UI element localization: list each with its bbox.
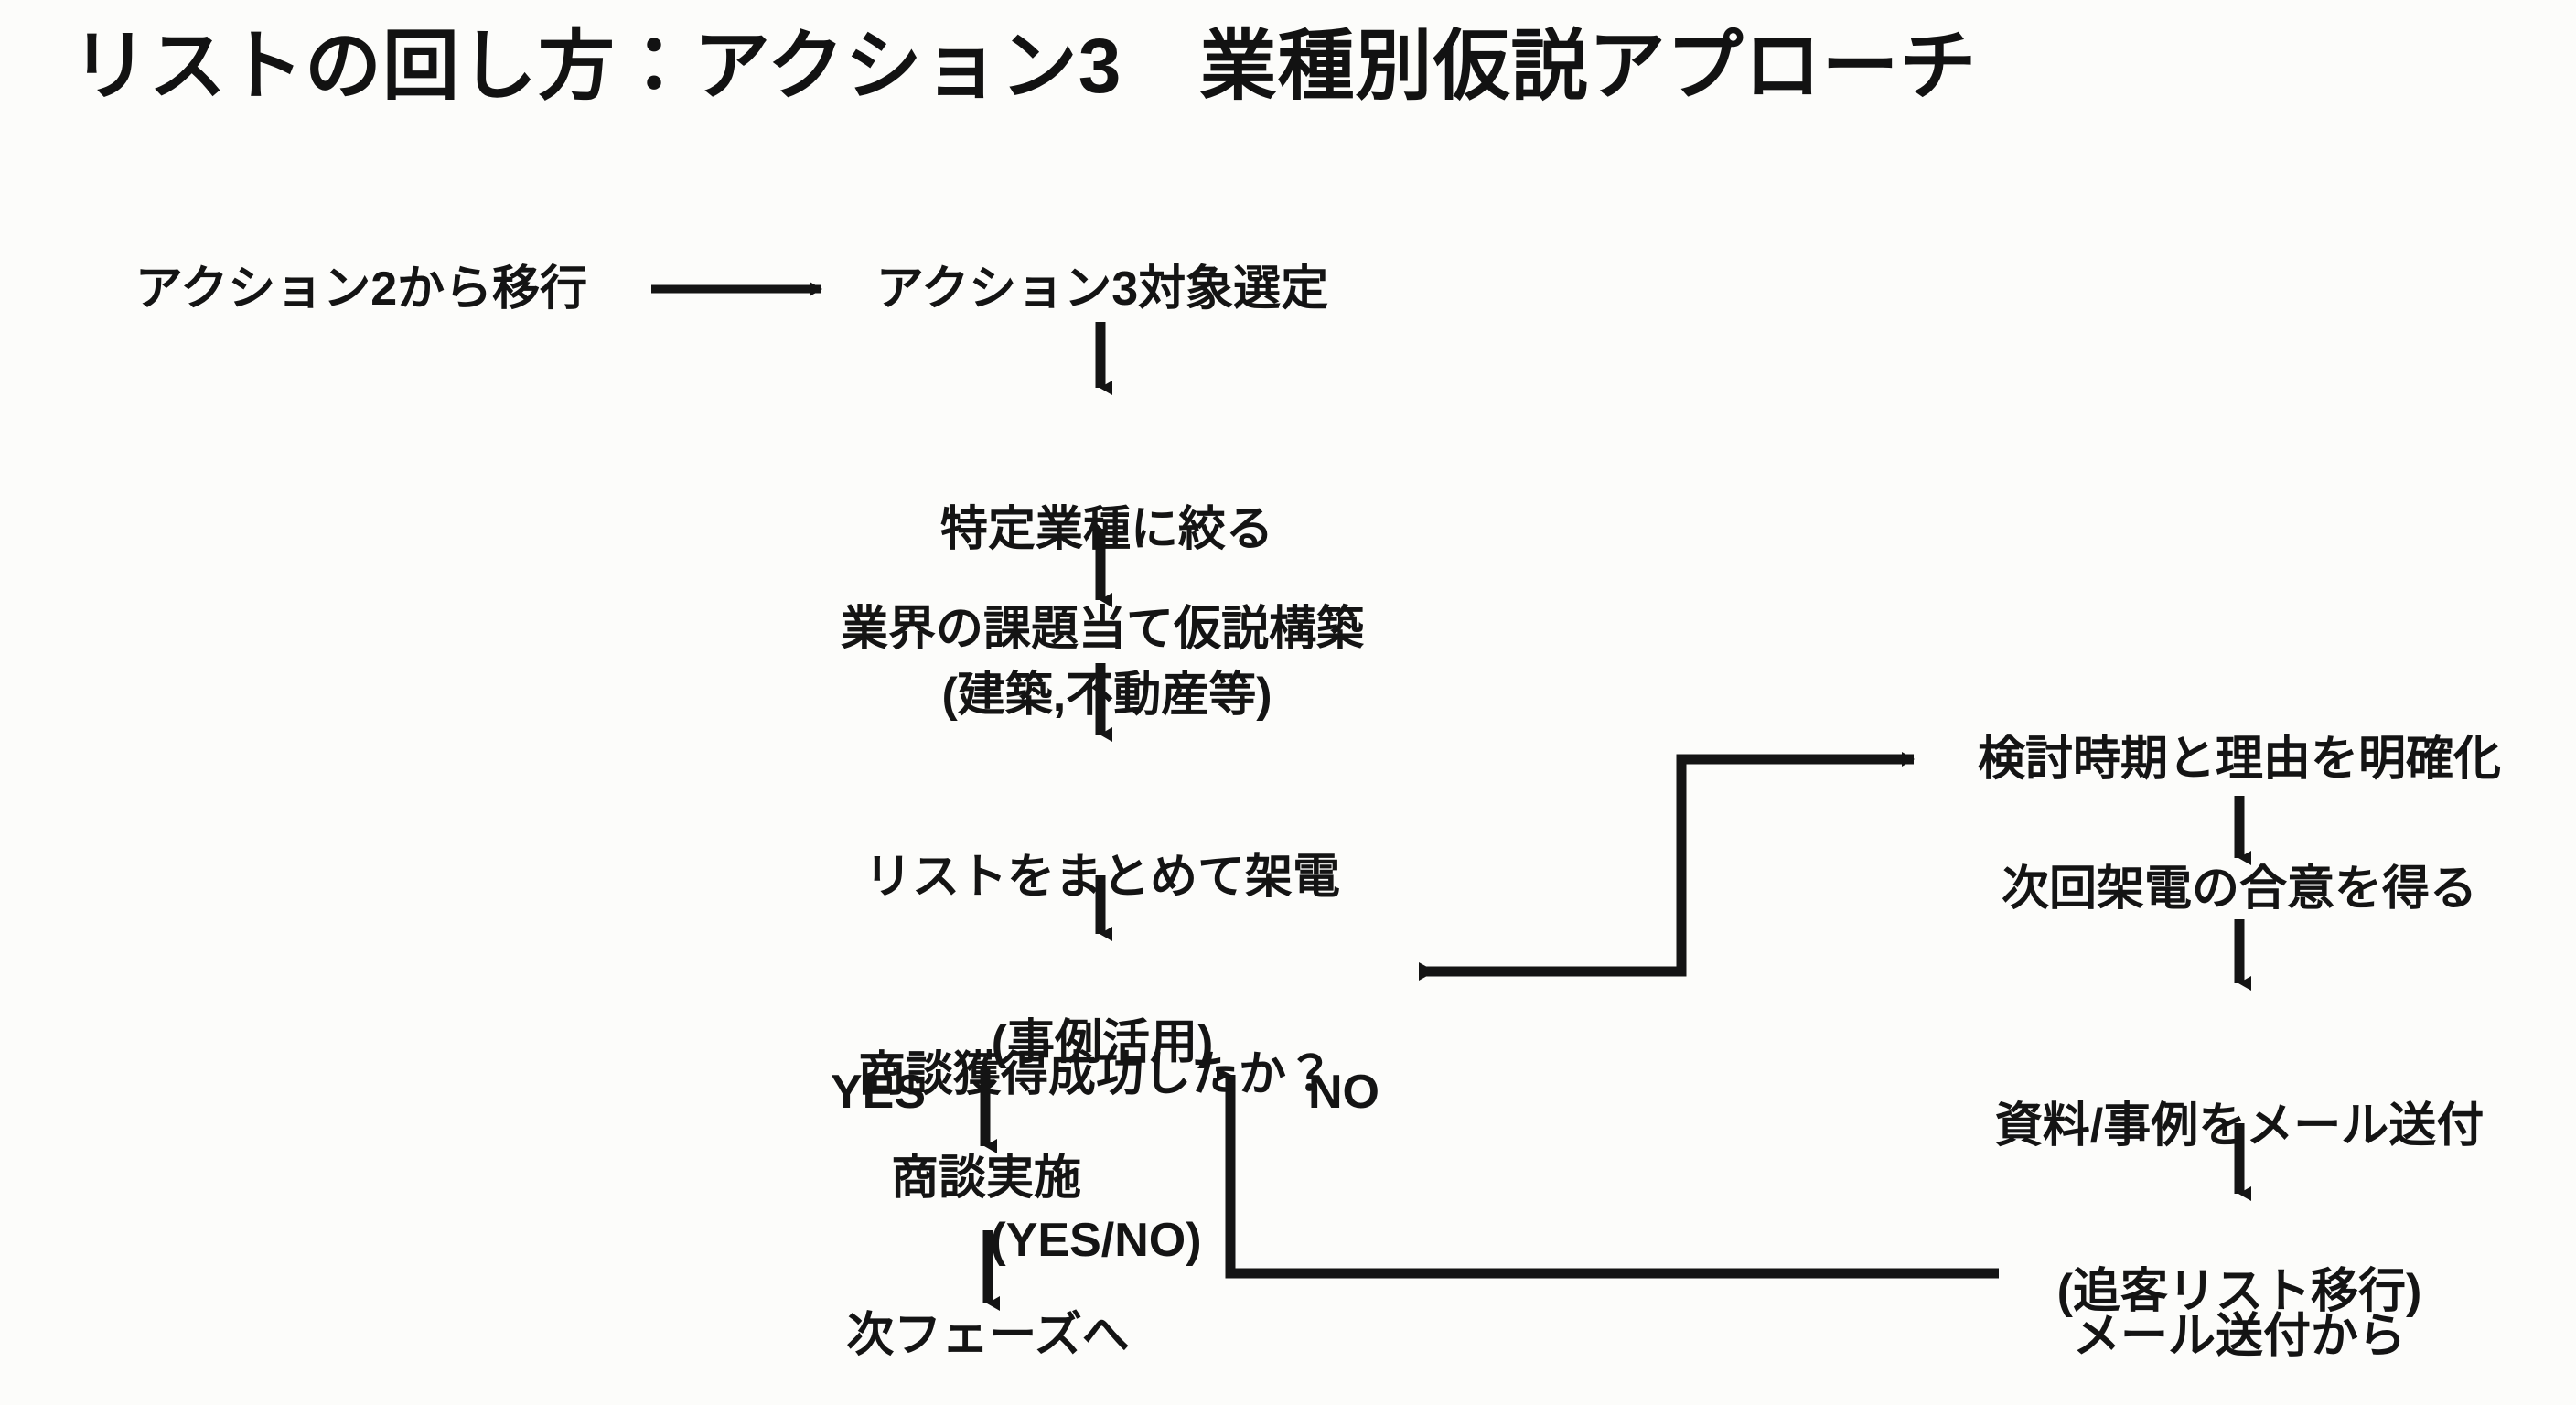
- node-meeting: 商談実施: [890, 1152, 1082, 1205]
- node-followup: メール送付から N+3以内に架電追客: [2029, 1198, 2451, 1405]
- node-select: アクション3対象選定: [875, 263, 1329, 316]
- node-call-line2: (事例活用): [991, 1015, 1214, 1069]
- branch-label-yes: YES: [831, 1066, 927, 1119]
- node-next-phase: 次フェーズへ: [846, 1309, 1130, 1362]
- node-decision-line1: 商談獲得成功したか？: [857, 1047, 1335, 1101]
- node-send-line1: 資料/事例をメール送付: [1994, 1099, 2485, 1153]
- node-narrow-line1: 特定業種に絞る: [939, 502, 1274, 556]
- wire-decision-to-clarify: [1420, 752, 1915, 977]
- node-clarify: 検討時期と理由を明確化: [1977, 733, 2502, 786]
- page-title: リストの回し方：アクション3 業種別仮説アプローチ: [71, 23, 1978, 109]
- node-narrow-line2: (建築,不動産等): [941, 668, 1272, 722]
- node-send-line2: (追客リスト移行): [2056, 1264, 2422, 1318]
- node-decision: 商談獲得成功したか？ (YES/NO): [858, 937, 1334, 1378]
- node-followup-line1: メール送付から: [2072, 1309, 2407, 1363]
- node-entry: アクション2から移行: [134, 263, 588, 316]
- node-hypothesis: 業界の課題当て仮説構築: [840, 603, 1365, 656]
- node-call-line1: リストをまとめて架電: [864, 850, 1341, 904]
- node-narrow: 特定業種に絞る (建築,不動産等): [940, 391, 1273, 833]
- node-send: 資料/事例をメール送付 (追客リスト移行): [1995, 988, 2484, 1405]
- node-decision-line2: (YES/NO): [990, 1213, 1202, 1267]
- node-call: リストをまとめて架電 (事例活用): [864, 739, 1340, 1181]
- branch-label-no: NO: [1308, 1066, 1379, 1119]
- node-agree: 次回架電の合意を得る: [2001, 863, 2478, 916]
